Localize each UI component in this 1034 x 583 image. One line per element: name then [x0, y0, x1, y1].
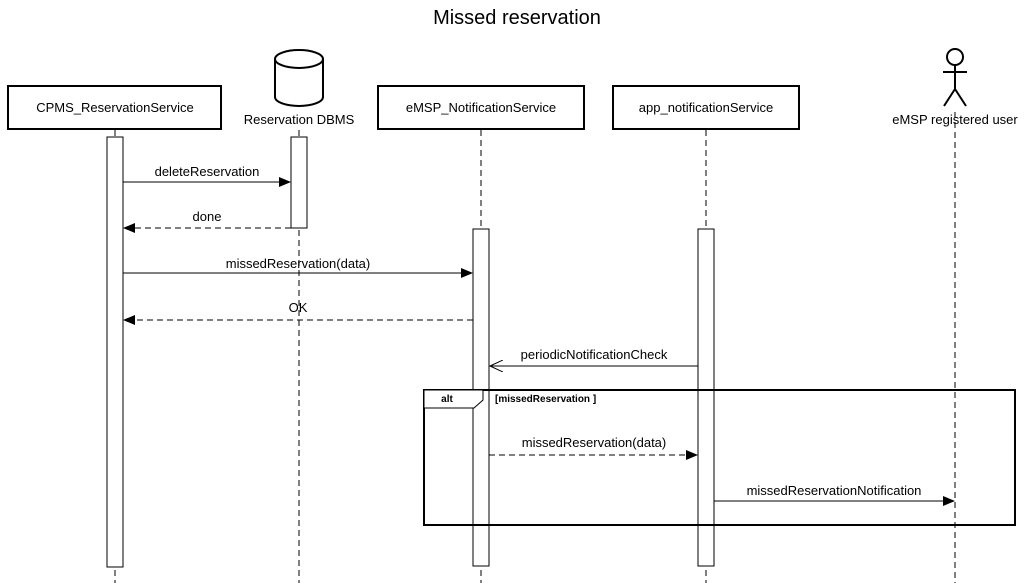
message-done-label: done: [193, 209, 222, 224]
diagram-title: Missed reservation: [433, 7, 601, 29]
alt-guard: [missedReservation ]: [495, 394, 596, 405]
participant-user-label: eMSP registered user: [892, 112, 1018, 127]
participant-user: eMSP registered user: [892, 48, 1018, 127]
participant-app-notification-label: app_notificationService: [639, 100, 773, 115]
message-missed-reservation-notification: missedReservationNotification: [714, 483, 955, 506]
message-missed-reservation-2-label: missedReservation(data): [522, 435, 667, 450]
activation-dbms: [290, 136, 308, 229]
message-ok-label: OK: [289, 300, 308, 315]
message-ok: OK: [123, 300, 473, 325]
participant-app-notification: app_notificationService: [612, 85, 800, 130]
message-delete-reservation: deleteReservation: [123, 164, 291, 187]
activation-app-notification: [697, 228, 715, 567]
activation-cpms: [106, 136, 124, 568]
actor-icon: [943, 48, 967, 107]
participant-dbms: Reservation DBMS: [244, 49, 355, 127]
message-periodic-check: periodicNotificationCheck: [490, 347, 698, 366]
message-missed-reservation-2: missedReservation(data): [489, 435, 698, 460]
database-icon: [274, 49, 324, 107]
participant-emsp-notification-label: eMSP_NotificationService: [406, 100, 556, 115]
participant-emsp-notification: eMSP_NotificationService: [377, 85, 585, 130]
participant-dbms-label: Reservation DBMS: [244, 112, 355, 127]
message-missed-reservation-1: missedReservation(data): [123, 256, 473, 278]
message-missed-reservation-1-label: missedReservation(data): [226, 256, 371, 271]
participant-cpms-label: CPMS_ReservationService: [36, 100, 194, 115]
participant-cpms: CPMS_ReservationService: [7, 85, 222, 130]
alt-operator: alt: [441, 394, 453, 405]
message-delete-reservation-label: deleteReservation: [155, 164, 260, 179]
message-missed-reservation-notification-label: missedReservationNotification: [747, 483, 922, 498]
alt-fragment: alt [missedReservation ]: [423, 389, 1016, 526]
message-periodic-check-label: periodicNotificationCheck: [521, 347, 668, 362]
message-done: done: [123, 209, 291, 233]
